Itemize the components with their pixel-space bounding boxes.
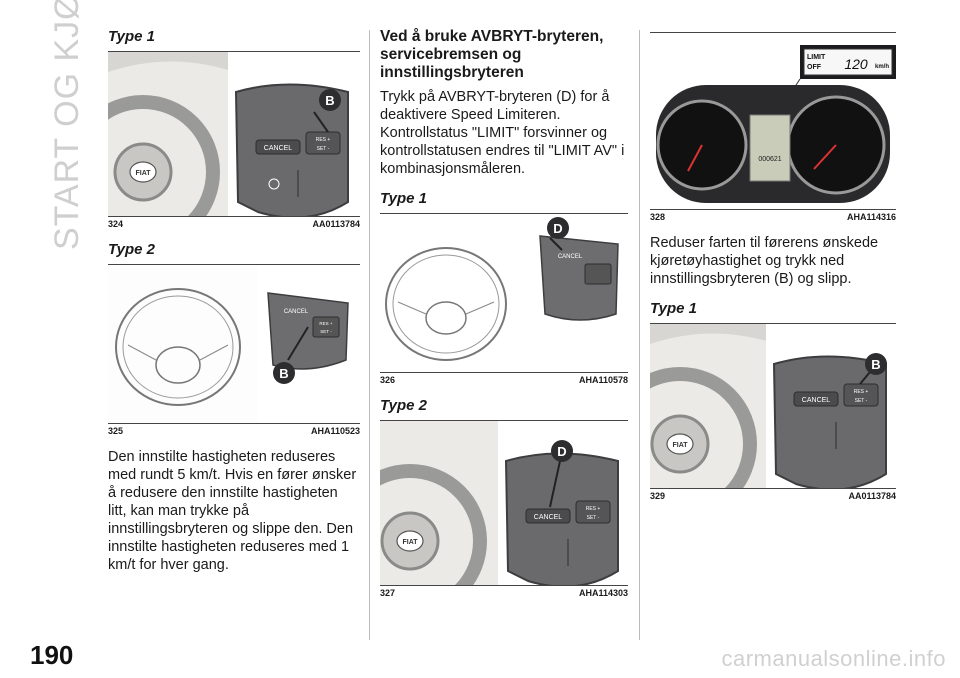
column-1: Type 1 FIAT CANCEL RES + SET - B 324 AA0… — [108, 28, 360, 586]
subheading-type-2: Type 2 — [108, 241, 155, 258]
svg-text:km/h: km/h — [875, 64, 889, 70]
svg-text:CANCEL: CANCEL — [264, 145, 293, 152]
body-paragraph: Den innstilte hastigheten reduseres med … — [108, 449, 357, 573]
svg-text:CANCEL: CANCEL — [534, 514, 563, 521]
svg-text:SET -: SET - — [587, 515, 600, 521]
body-paragraph: Reduser farten til førerens ønskede kjør… — [650, 235, 879, 287]
svg-text:D: D — [557, 444, 566, 459]
svg-text:CANCEL: CANCEL — [284, 309, 309, 315]
figure-caption: 328 AHA114316 — [650, 212, 896, 222]
column-2: Ved å bruke AVBRYT-bryteren, servicebrem… — [380, 28, 628, 610]
svg-text:CANCEL: CANCEL — [802, 397, 831, 404]
column-3: LIMIT OFF 120 km/h 000621 328 AHA114316 … — [650, 28, 896, 513]
figure-caption: 329 AA0113784 — [650, 491, 896, 501]
svg-text:D: D — [553, 221, 562, 236]
marker-b — [865, 353, 887, 375]
subheading-type-1: Type 1 — [650, 300, 697, 317]
figure-328: LIMIT OFF 120 km/h 000621 — [650, 32, 896, 210]
svg-text:SET -: SET - — [320, 329, 332, 334]
fiat-logo: FIAT — [672, 442, 688, 449]
figure-327: FIAT CANCEL RES + SET - D — [380, 420, 628, 586]
svg-text:B: B — [325, 93, 334, 108]
svg-text:RES +: RES + — [854, 389, 869, 395]
figure-caption: 324 AA0113784 — [108, 219, 360, 229]
marker-d — [551, 440, 573, 462]
figure-326: CANCEL D — [380, 213, 628, 373]
figure-329: FIAT CANCEL RES + SET - B — [650, 323, 896, 489]
watermark: carmanualsonline.info — [721, 646, 946, 671]
column-divider — [639, 30, 640, 640]
fiat-logo: FIAT — [402, 539, 418, 546]
marker-b — [273, 362, 295, 384]
figure-324: FIAT CANCEL RES + SET - B — [108, 51, 360, 217]
svg-text:RES +: RES + — [316, 137, 331, 143]
svg-text:SET -: SET - — [317, 146, 330, 152]
subheading-type-1: Type 1 — [108, 28, 155, 45]
svg-text:OFF: OFF — [807, 64, 822, 71]
body-paragraph: Trykk på AVBRYT-bryteren (D) for å deakt… — [380, 89, 625, 177]
svg-text:RES +: RES + — [586, 506, 601, 512]
svg-text:120: 120 — [844, 56, 868, 72]
section-heading: Ved å bruke AVBRYT-bryteren, servicebrem… — [380, 28, 604, 81]
page-number: 190 — [30, 640, 74, 670]
marker-b — [319, 89, 341, 111]
svg-text:LIMIT: LIMIT — [807, 54, 826, 61]
figure-caption: 325 AHA110523 — [108, 426, 360, 436]
svg-text:B: B — [871, 357, 880, 372]
svg-text:RES +: RES + — [319, 321, 333, 326]
svg-text:B: B — [279, 366, 288, 381]
figure-caption: 326 AHA110578 — [380, 375, 628, 385]
marker-d — [547, 217, 569, 239]
figure-325: CANCEL RES + SET - B — [108, 264, 360, 424]
svg-text:000621: 000621 — [758, 156, 781, 163]
svg-text:SET -: SET - — [855, 398, 868, 404]
svg-text:CANCEL: CANCEL — [558, 254, 583, 260]
column-divider — [369, 30, 370, 640]
subheading-type-1: Type 1 — [380, 190, 427, 207]
subheading-type-2: Type 2 — [380, 397, 427, 414]
figure-caption: 327 AHA114303 — [380, 588, 628, 598]
fiat-logo: FIAT — [135, 170, 151, 177]
